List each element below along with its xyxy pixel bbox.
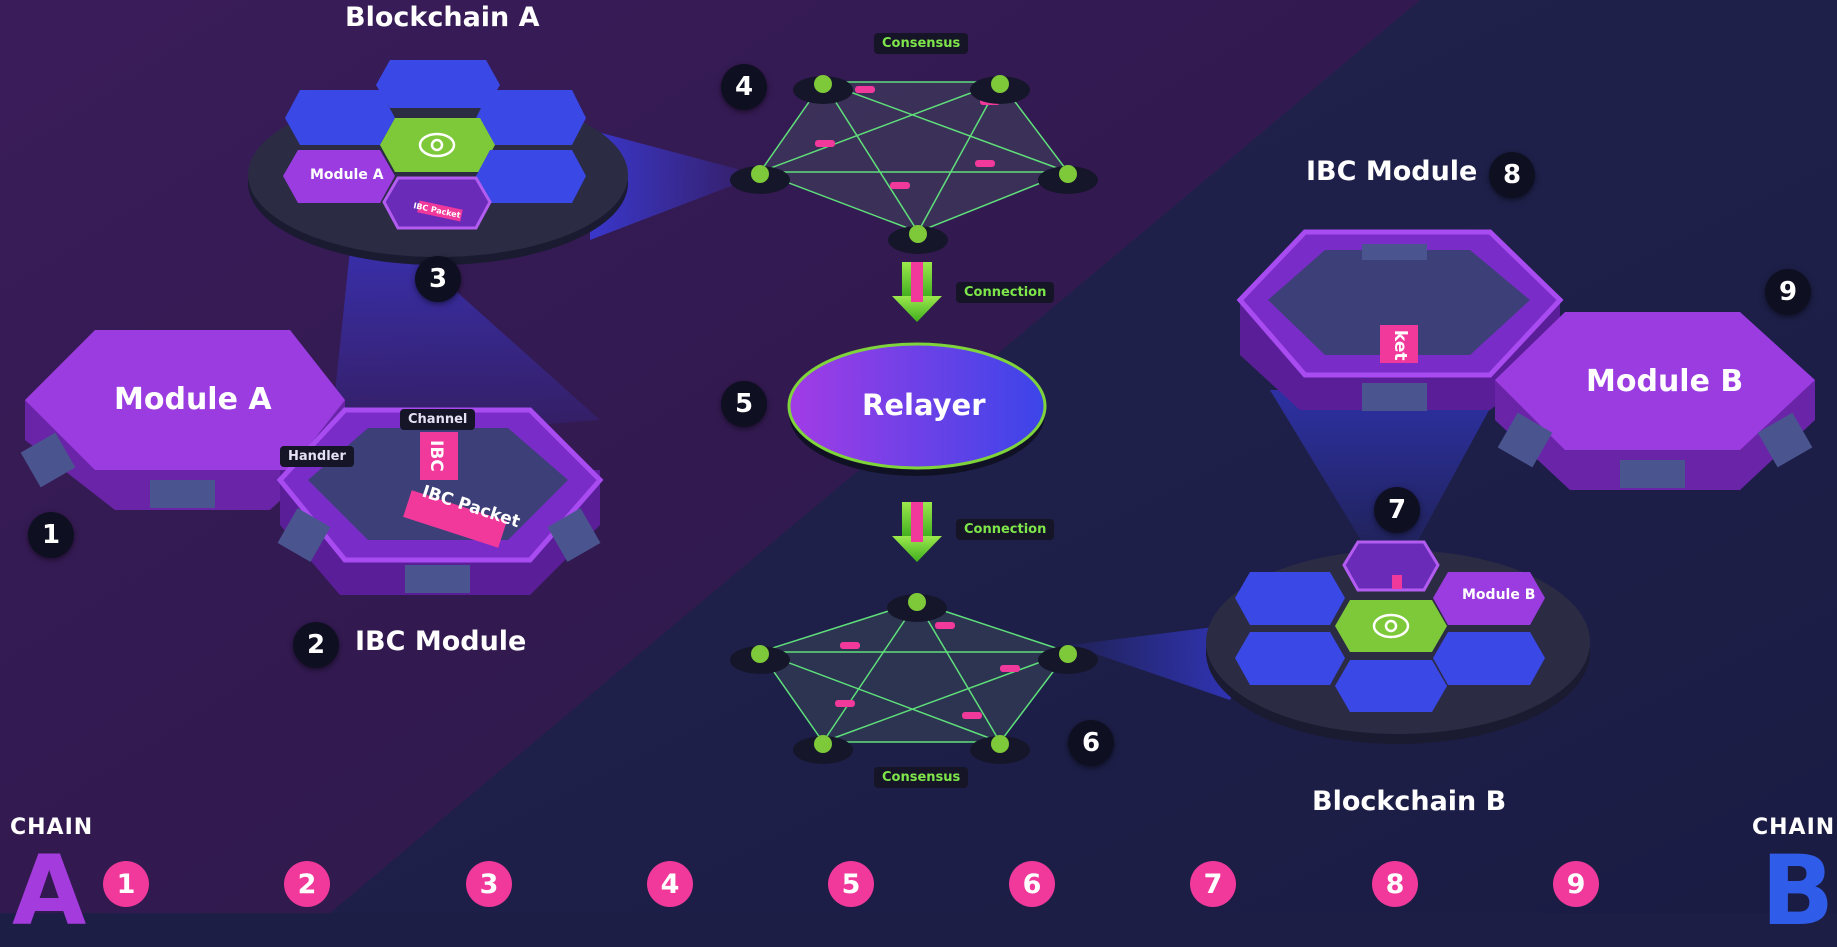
node-top-5 — [888, 225, 948, 254]
relayer-title: Relayer — [862, 388, 986, 422]
consensus-network-bottom — [730, 593, 1098, 764]
blockchain-a-title: Blockchain A — [345, 2, 540, 33]
timeline-step-9: 9 — [1553, 861, 1599, 907]
ibc-module-left-title: IBC Module — [355, 626, 527, 657]
packet-small-b — [1392, 575, 1402, 589]
hex-b-green-core — [1335, 600, 1447, 652]
node-bottom-2 — [730, 645, 790, 674]
node-top-2 — [970, 75, 1030, 104]
port-left-ibc — [277, 508, 331, 562]
node-bottom-1 — [887, 593, 947, 622]
badge-1: 1 — [28, 512, 74, 558]
badge-9: 9 — [1765, 269, 1811, 315]
badge-3: 3 — [415, 256, 461, 302]
blockchain-b-platform — [1206, 540, 1590, 744]
node-top-4 — [1038, 165, 1098, 194]
hex-module-b-small — [1433, 572, 1545, 625]
node-bottom-4 — [793, 735, 853, 764]
ibc-packet-block — [403, 490, 507, 548]
hex-b-blue-2 — [1235, 632, 1345, 685]
consensus-top-tag: Consensus — [874, 33, 969, 54]
blockchain-a-platform — [248, 60, 628, 265]
blockchain-b-title: Blockchain B — [1312, 786, 1507, 817]
beam-consensus-top — [590, 130, 760, 240]
connection-bottom-tag: Connection — [956, 519, 1055, 540]
port-bottom-ibc — [405, 565, 470, 593]
hex-ibc-small — [382, 176, 492, 230]
module-b-hex — [1495, 312, 1815, 490]
connection-arrow-top — [892, 262, 942, 322]
consensus-network-top — [730, 75, 1098, 254]
hex-blue-4 — [476, 150, 586, 203]
packet-vertical-left-label: IBC — [426, 440, 446, 472]
relayer-node — [787, 342, 1047, 476]
node-bottom-3 — [1038, 645, 1098, 674]
timeline-step-8: 8 — [1372, 861, 1418, 907]
port-top-ibc-right — [1362, 244, 1427, 260]
module-a-small-label: Module A — [310, 167, 384, 183]
hex-green-core — [380, 118, 495, 172]
timeline-step-6: 6 — [1009, 861, 1055, 907]
beam-ibc-right — [1270, 390, 1500, 555]
ibc-module-left — [276, 407, 604, 595]
module-a-title: Module A — [114, 382, 272, 417]
hub-logo-icon-b — [1372, 613, 1410, 639]
timeline-step-4: 4 — [647, 861, 693, 907]
consensus-bottom-tag: Consensus — [874, 767, 969, 788]
packet-vertical-right — [1380, 325, 1418, 363]
hex-ibc-small-b — [1342, 540, 1440, 592]
timeline-step-3: 3 — [466, 861, 512, 907]
hex-b-blue-4 — [1335, 660, 1447, 712]
badge-6: 6 — [1068, 720, 1114, 766]
module-b-small-label: Module B — [1462, 587, 1536, 603]
packet-small — [417, 200, 463, 222]
chain-a-caption: CHAIN — [10, 815, 94, 840]
badge-5: 5 — [721, 381, 767, 427]
port-bottom-b — [1620, 460, 1685, 488]
port-right-ibc — [547, 508, 601, 562]
badge-2: 2 — [293, 622, 339, 668]
hub-logo-icon — [418, 132, 456, 158]
connection-arrow-bottom — [892, 502, 942, 562]
node-top-1 — [793, 75, 853, 104]
diagram-canvas — [0, 0, 1837, 913]
port-bottom — [150, 480, 215, 508]
chain-b-caption: CHAIN — [1752, 815, 1836, 840]
beam-ibc-left — [330, 250, 600, 440]
node-bottom-5 — [970, 735, 1030, 764]
channel-tag: Channel — [400, 409, 476, 430]
handler-tag: Handler — [280, 446, 354, 467]
badge-4: 4 — [721, 64, 767, 110]
module-b-title: Module B — [1586, 364, 1744, 399]
badge-7: 7 — [1374, 487, 1420, 533]
node-top-3 — [730, 165, 790, 194]
packet-vertical-right-label: ket — [1390, 330, 1410, 361]
chain-a-letter: A — [12, 835, 87, 947]
port-left-b — [1497, 412, 1553, 468]
hex-b-blue-3 — [1433, 632, 1545, 685]
port-left — [20, 432, 76, 488]
ibc-module-right — [1236, 229, 1564, 411]
hex-b-blue-1 — [1235, 572, 1345, 625]
timeline-step-2: 2 — [284, 861, 330, 907]
connection-top-tag: Connection — [956, 282, 1055, 303]
module-a-hex — [20, 330, 345, 510]
hex-blue-3 — [476, 90, 586, 145]
timeline-step-1: 1 — [103, 861, 149, 907]
port-right-b — [1757, 412, 1813, 468]
chain-b-letter: B — [1761, 835, 1835, 947]
badge-8: 8 — [1489, 152, 1535, 198]
hex-module-a-small — [283, 150, 395, 203]
ibc-module-right-title: IBC Module — [1306, 156, 1478, 187]
port-bottom-ibc-right — [1362, 383, 1427, 411]
hex-blue-2 — [285, 90, 395, 145]
timeline-step-5: 5 — [828, 861, 874, 907]
hex-blue-1 — [376, 60, 500, 108]
timeline-step-7: 7 — [1190, 861, 1236, 907]
packet-vertical-left — [420, 432, 458, 480]
